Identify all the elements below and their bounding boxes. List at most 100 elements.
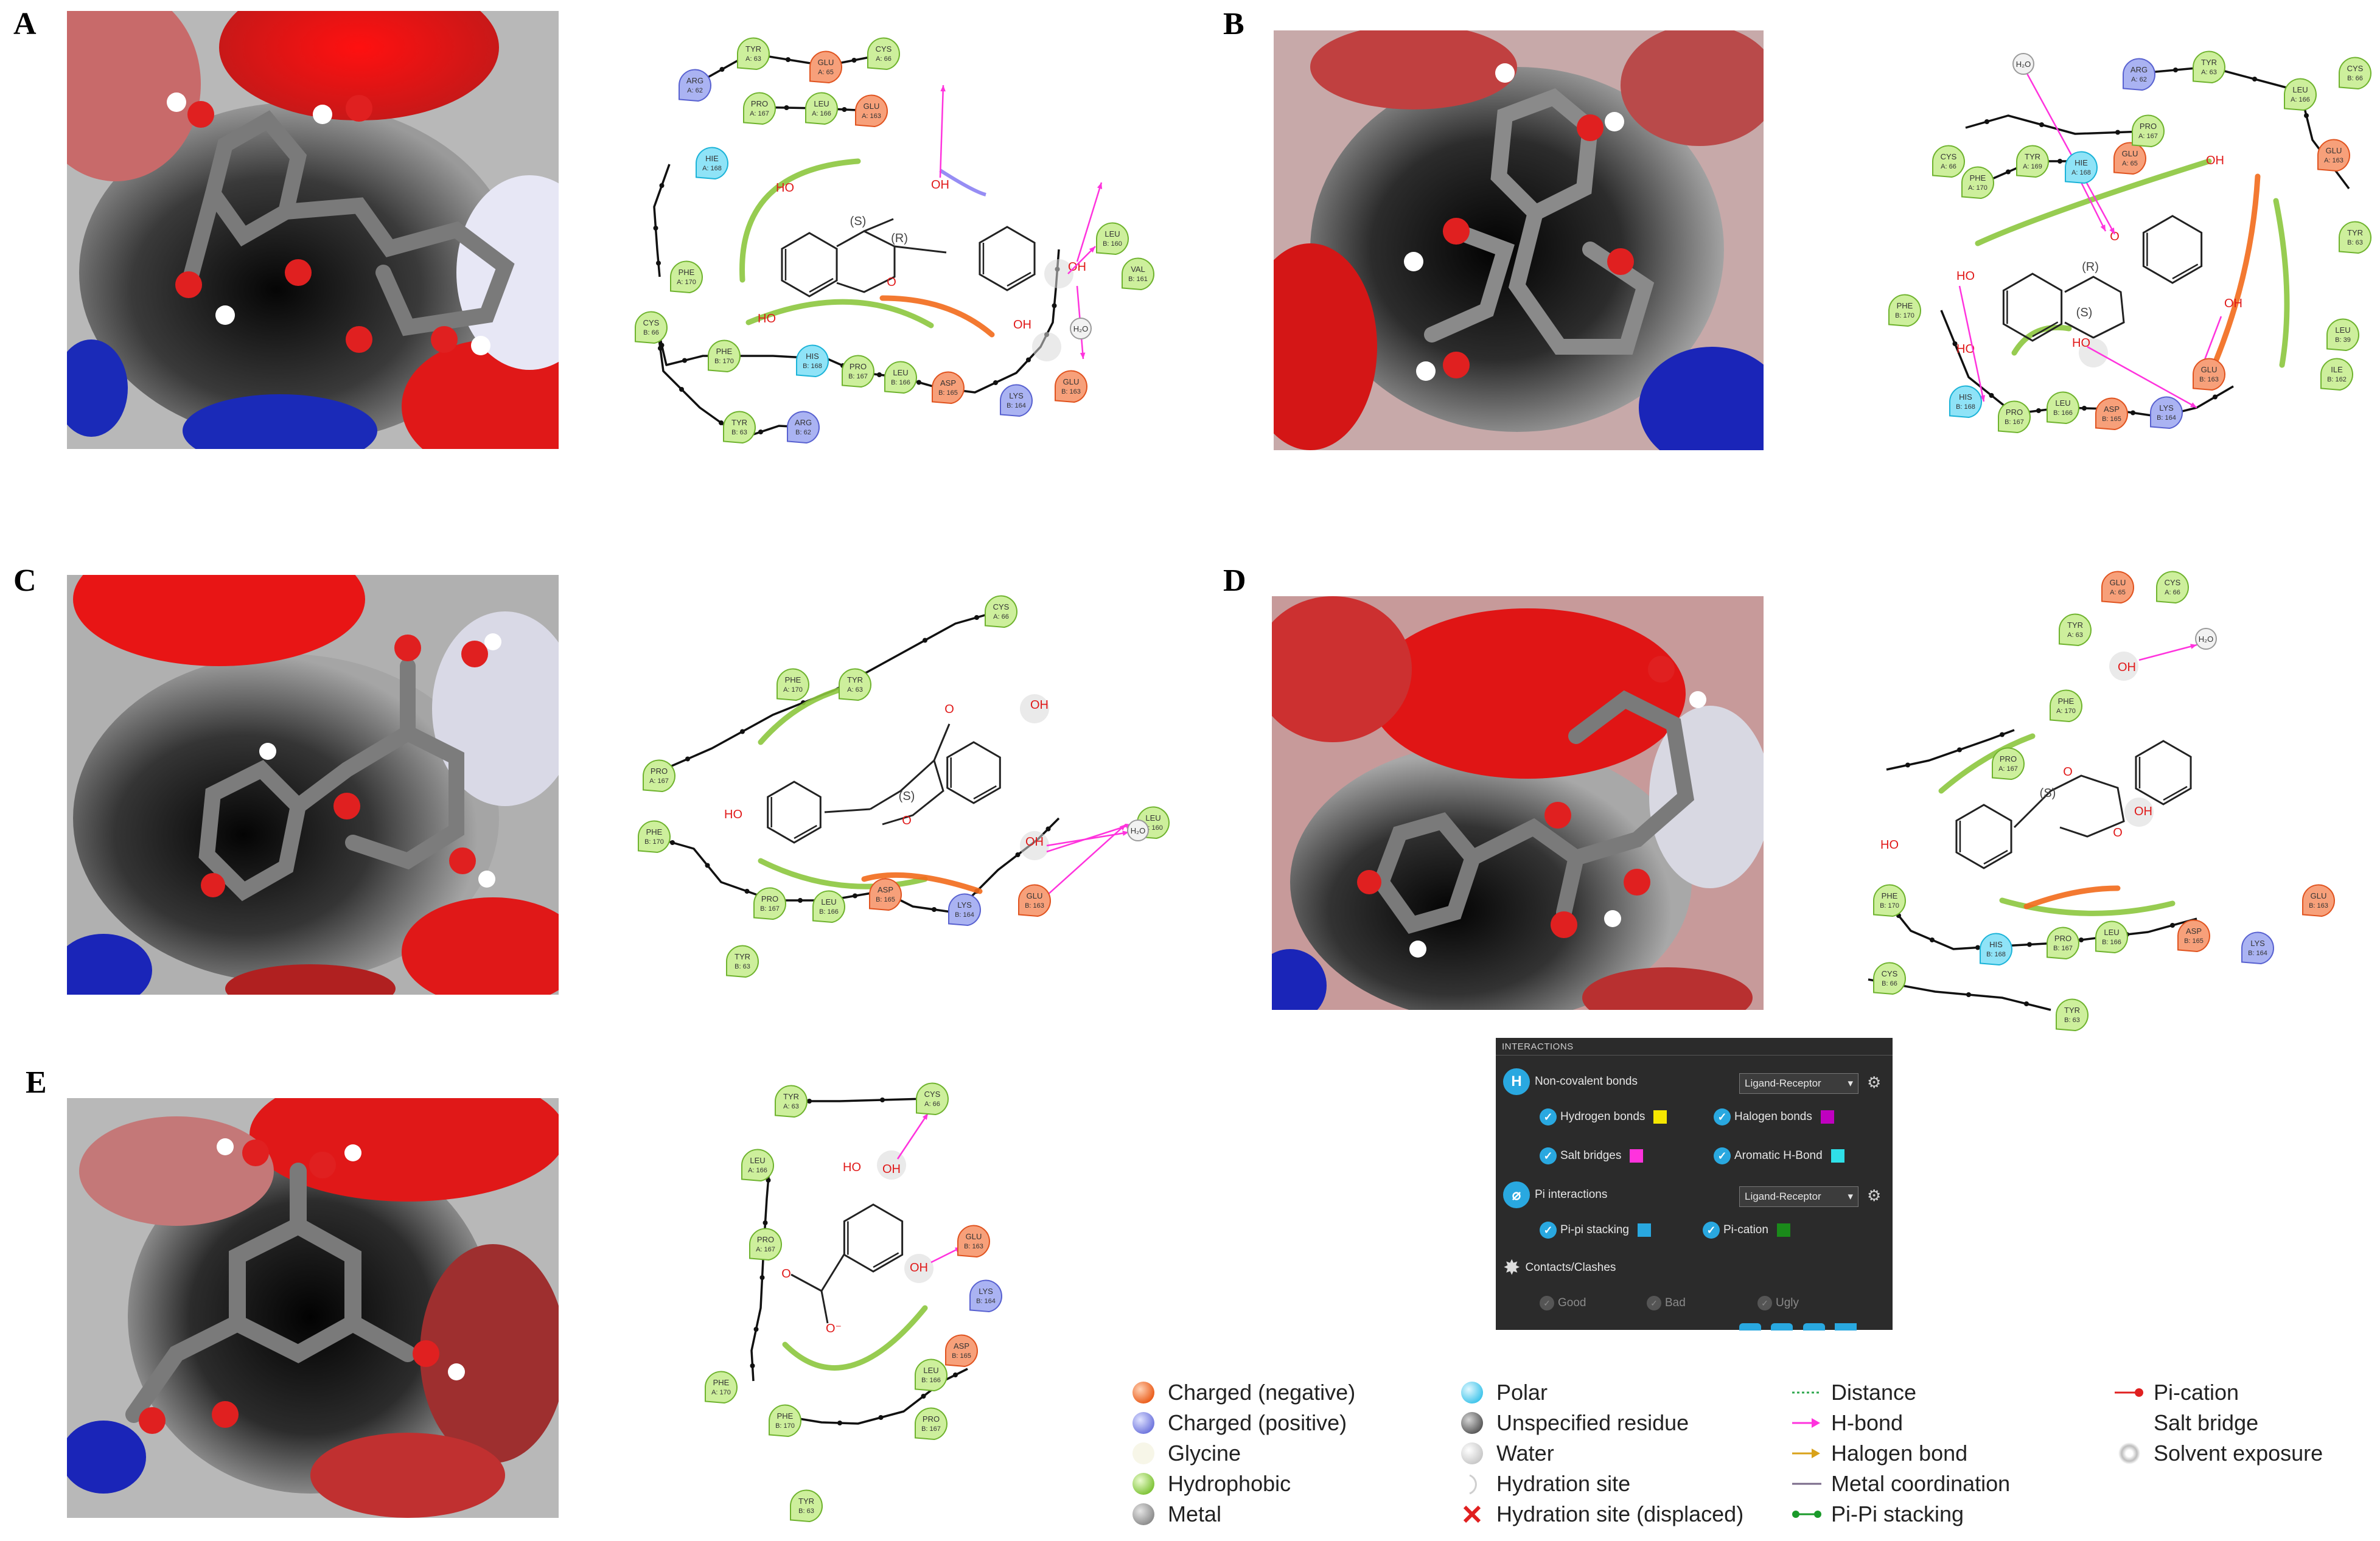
residue-chain: A: 66 [876,55,892,63]
red-cross-icon [1457,1502,1487,1526]
pi-stacking-toggle[interactable]: ✓ Pi-pi stacking [1540,1222,1651,1239]
backbone-dot [656,260,661,266]
residue-name: LYS [979,1287,993,1296]
residue-chain: B: 63 [798,1508,814,1515]
backbone-dot [753,1327,759,1332]
atom-label: O [781,1267,791,1281]
residue-name: PRO [2000,754,2017,764]
salt-bridges-toggle[interactable]: ✓ Salt bridges [1540,1147,1644,1164]
pi-mode-select[interactable]: Ligand-Receptor ▾ [1739,1186,1858,1207]
pication-color-swatch[interactable] [1776,1223,1790,1237]
residue-name: TYR [847,675,863,684]
aromatic-color-swatch[interactable] [1830,1149,1844,1163]
gear-icon[interactable]: ⚙ [1867,1186,1882,1205]
salt-color-swatch[interactable] [1630,1149,1644,1163]
residue-chain: B: 165 [2102,416,2121,423]
hbond-h-icon[interactable]: H [1503,1068,1530,1095]
hbond-arrowhead [2109,228,2115,234]
aromatic-hbond-toggle[interactable]: ✓ Aromatic H-Bond [1714,1147,1844,1164]
gear-icon[interactable]: ⚙ [1867,1073,1882,1091]
hbond-line [2138,644,2197,661]
pocket-arc [2023,885,2121,910]
double-bond [2172,263,2199,280]
legend-hydrophobic: Hydrophobic [1129,1471,1291,1497]
atom-label: OH [1013,318,1031,332]
pistack-color-swatch[interactable] [1638,1223,1651,1237]
residue-name: ASP [878,885,893,894]
residue-name: PRO [2006,408,2023,417]
backbone-dot [923,638,927,643]
backbone-dot [685,756,690,762]
backbone-dot [953,1372,958,1377]
noncovalent-mode-select[interactable]: Ligand-Receptor▾ [1739,1073,1858,1094]
backbone-dot [653,226,658,231]
backbone-dot [1984,119,1989,124]
hydrogen-bonds-toggle[interactable]: ✓ Hydrogen bonds [1540,1108,1667,1125]
atom-label: OH [1025,835,1044,849]
good-toggle[interactable]: ✓Good [1540,1296,1586,1310]
residue-chain: B: 165 [876,896,895,903]
backbone-dot [719,420,724,425]
residue-chain: B: 39 [2335,336,2351,344]
residue-name: LEU [1105,229,1120,238]
residue-name: GLU [1027,891,1043,900]
residue-name: GLU [818,58,834,67]
backbone-dot [2252,77,2257,82]
residue-chain: B: 170 [714,358,734,365]
residue-chain: A: 65 [818,69,834,76]
double-bond [809,277,834,293]
hbond-line [939,85,944,178]
residue-chain: B: 163 [2199,376,2219,383]
residue-name: TYR [2347,228,2363,237]
legend-salt-bridge: Salt bridge [2115,1410,2258,1436]
halogen-bonds-toggle[interactable]: ✓ Halogen bonds [1714,1108,1834,1125]
bad-toggle[interactable]: ✓Bad [1647,1296,1686,1310]
residue-name: CYS [876,44,892,54]
bond [820,1290,829,1324]
residue-chain: A: 167 [649,777,669,785]
chevron-down-icon: ▾ [1848,1191,1853,1202]
legend-label: Polar [1496,1380,1548,1405]
backbone-dot [1975,945,1980,950]
residue-chain: A: 166 [748,1167,767,1174]
atom-label: HO [724,808,742,821]
hbond-arrowhead [1097,183,1103,189]
residue-chain: A: 63 [745,55,761,63]
residue-name: GLU [864,102,880,111]
atom-label: O [887,276,896,289]
hbond-color-swatch[interactable] [1653,1110,1667,1124]
halogen-color-swatch[interactable] [1820,1110,1834,1124]
residue-name: TYR [783,1092,799,1101]
hbond-arrowhead [1119,824,1126,830]
residue-name: LYS [957,900,972,910]
check-icon: ✓ [1540,1108,1557,1125]
residue-name: ASP [2186,927,2202,936]
backbone-dot [744,889,750,894]
ugly-toggle[interactable]: ✓Ugly [1757,1296,1799,1310]
starburst-icon[interactable]: ✸ [1503,1256,1521,1279]
pi-mode-value: Ligand-Receptor [1745,1191,1821,1202]
pi-cation-toggle[interactable]: ✓ Pi-cation [1703,1222,1790,1239]
residue-name: GLU [2326,146,2342,155]
pyran-ring [2064,276,2125,339]
residue-name: PRO [651,767,668,776]
pi-ring-icon[interactable]: ⌀ [1503,1181,1530,1208]
backbone-dot [784,105,789,110]
residue-chain: B: 167 [760,905,780,913]
residue-chain: B: 160 [1103,240,1122,248]
legend-label: Distance [1831,1380,1917,1405]
